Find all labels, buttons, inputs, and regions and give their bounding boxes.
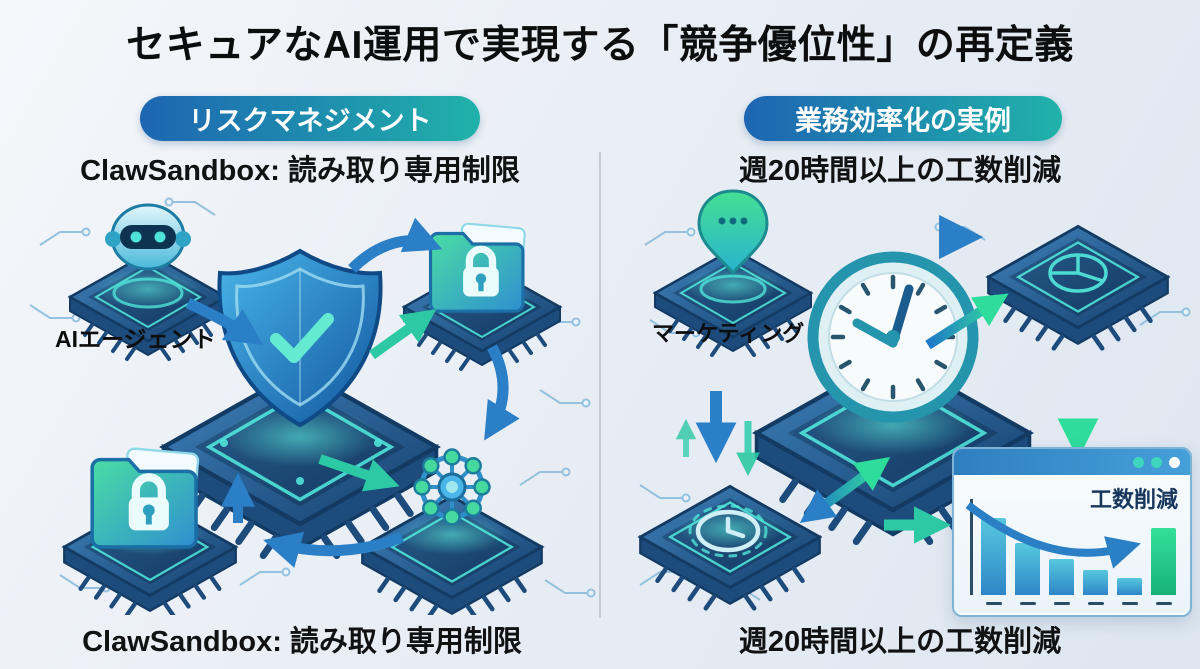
locked-folder-chip-icon [402, 223, 562, 371]
baseline-dash [1083, 602, 1108, 605]
baseline-dash [1049, 602, 1074, 605]
right-subtitle: 週20時間以上の工数削減 [738, 155, 1062, 187]
baseline-dash [1151, 602, 1176, 605]
network-hub-chip-icon [362, 448, 541, 616]
risk-management-badge: リスクマネジメント [140, 96, 480, 141]
arrow-shield-to-folder [348, 217, 443, 273]
arrow-chip-to-folder [369, 309, 437, 360]
panel-divider [599, 152, 601, 618]
window-dot-icon [1151, 456, 1162, 468]
chart-bar [1015, 543, 1040, 595]
checkmark-icon [270, 313, 334, 363]
pie-chart-chip-icon [988, 226, 1167, 348]
marketing-label: マーケティング [652, 321, 805, 346]
security-shield-icon [217, 248, 383, 428]
diagram-canvas [29, 189, 1191, 616]
window-dot-icon [1169, 456, 1180, 468]
efficiency-badge: 業務効率化の実例 [744, 96, 1062, 141]
baseline-dash [1015, 602, 1040, 605]
left-subtitle: ClawSandbox: 読み取り専用制限 [80, 155, 520, 187]
pie-chart-icon [1048, 253, 1108, 293]
chart-baseline [981, 602, 1176, 605]
right-flow-arrows [675, 214, 1099, 544]
right-caption: 週20時間以上の工数削減 [738, 626, 1062, 658]
chart-bars [970, 499, 1176, 595]
timer-chip-icon [640, 486, 819, 608]
chart-area: 工数削減 [954, 475, 1190, 613]
clock-chip-icon [757, 251, 1030, 542]
locked-folder-icon [431, 223, 526, 311]
robot-icon [105, 203, 191, 271]
arrow-timer-clock-sync [799, 456, 891, 524]
network-hub-icon [413, 448, 491, 526]
left-caption: ClawSandbox: 読み取り専用制限 [82, 626, 522, 658]
chart-bar [1083, 570, 1108, 595]
bar-chart-window-icon: 工数削減 [952, 447, 1192, 617]
badge-label: 業務効率化の実例 [795, 106, 1011, 136]
left-cycle-arrows [185, 217, 520, 568]
chart-bar [1151, 527, 1176, 595]
arrow-chip-to-network [318, 454, 400, 492]
badge-label: リスクマネジメント [188, 106, 432, 136]
chart-bar [1117, 577, 1142, 595]
arrow-clock-to-pie [925, 293, 1009, 350]
ai-agent-label: AIエージェント [55, 326, 216, 352]
baseline-dash [1117, 602, 1142, 605]
timer-icon [688, 504, 768, 558]
location-pin-icon [697, 189, 769, 276]
downtrend-arrow-icon [965, 501, 1141, 569]
arrow-network-to-folder [263, 531, 405, 568]
chart-label: 工数削減 [1089, 487, 1178, 512]
locked-folder-chip-icon [64, 448, 236, 615]
locked-folder-icon [92, 448, 198, 547]
ai-robot-chip-icon [68, 203, 228, 361]
baseline-dash [981, 602, 1006, 605]
window-dot-icon [1133, 456, 1144, 468]
window-titlebar [954, 449, 1190, 475]
arrow-agent-to-shield [185, 298, 264, 346]
chart-bar [1049, 558, 1074, 595]
location-pin-chip-icon [653, 189, 813, 357]
clock-icon [807, 251, 979, 423]
page-title: セキュアなAI運用で実現する「競争優位性」の再定義 [126, 24, 1074, 67]
arrow-folder-to-network [484, 344, 520, 441]
